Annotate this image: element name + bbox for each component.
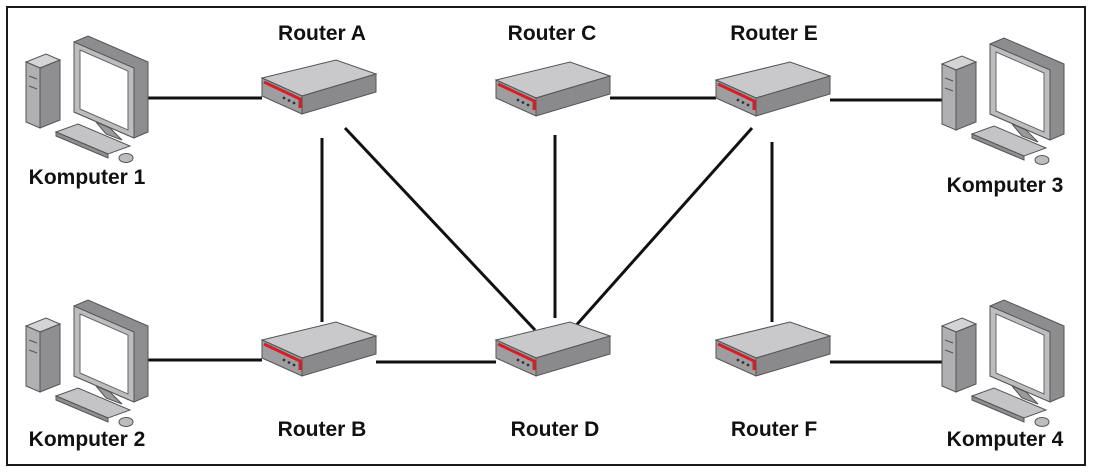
router-c-device [494,60,612,118]
computer-1-icon [25,35,149,164]
computer-3-icon [941,37,1065,166]
computer-2-icon [25,299,149,428]
router-f-device [714,320,832,378]
router-a-label: Router A [278,22,366,45]
router-e-label: Router E [730,22,818,45]
connection-lines [148,96,942,364]
router-e-device [714,60,832,118]
router-f-label: Router F [730,418,818,441]
router-b-label: Router B [277,418,367,441]
computer-2-label: Komputer 2 [28,428,146,451]
router-a-device [260,58,378,116]
router-d-label: Router D [510,418,600,441]
router-d-device [494,320,612,378]
computer-1-label: Komputer 1 [28,166,146,189]
computer-4-label: Komputer 4 [946,428,1064,451]
computer-4-icon [941,299,1065,428]
router-b-device [260,320,378,378]
computer-3-label: Komputer 3 [946,174,1064,197]
router-c-label: Router C [507,22,597,45]
